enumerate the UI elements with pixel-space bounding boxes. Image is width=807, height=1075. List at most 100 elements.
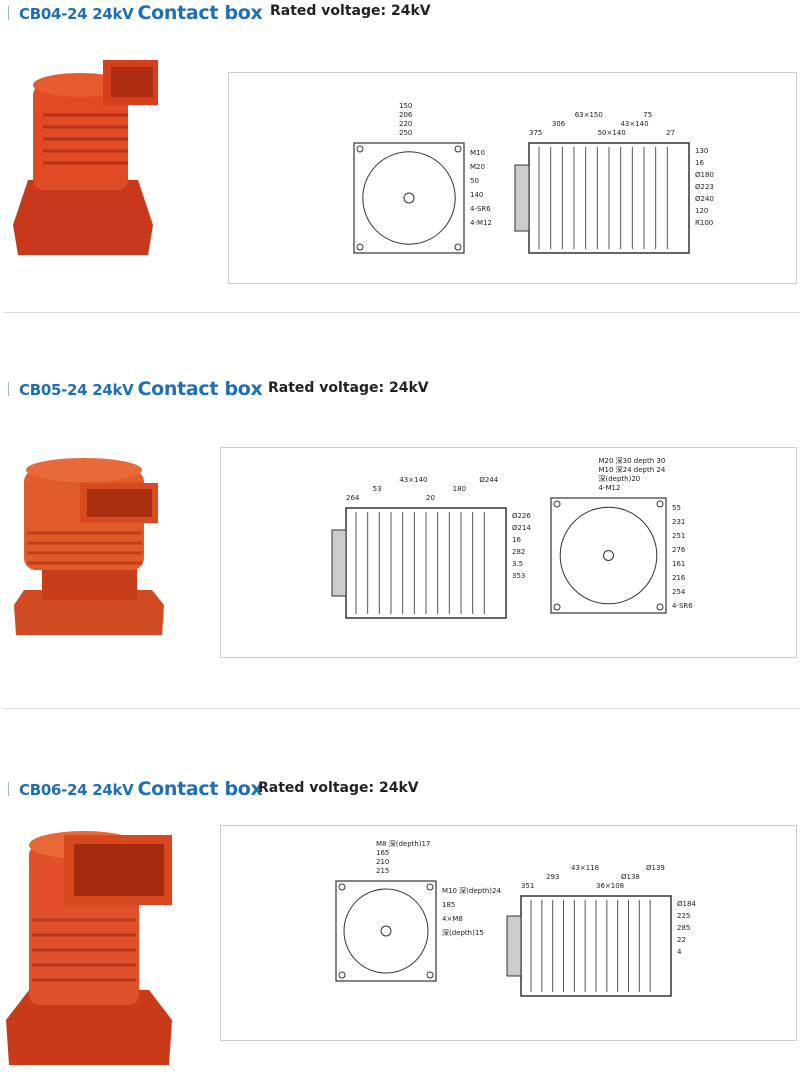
dimension-label: 36×108 <box>596 882 624 890</box>
dimension-label: 4 <box>677 948 682 956</box>
dimension-label: 4-SR6 <box>470 205 491 213</box>
dimension-label: 4-SR6 <box>672 602 693 610</box>
dimension-label: 22 <box>677 936 686 944</box>
dimension-label: 180 <box>453 485 466 493</box>
center-hole <box>603 550 614 561</box>
front-view-circle <box>559 506 658 605</box>
dimension-label: 351 <box>521 882 534 890</box>
mount-hole <box>426 883 434 891</box>
dimension-label: 75 <box>643 111 652 119</box>
dimension-label: 4-M12 <box>470 219 492 227</box>
product-model: CB05-24 24kV <box>19 381 134 399</box>
dimension-label: 375 <box>529 129 542 137</box>
dimension-label: 3.5 <box>512 560 523 568</box>
dimension-label: Ø184 <box>677 900 696 908</box>
dimension-label: Ø244 <box>479 476 498 484</box>
dimension-label: 150 <box>399 102 412 110</box>
dimension-label: 285 <box>677 924 690 932</box>
product-title: CB04-24 24kV Contact box <box>8 2 263 24</box>
front-view-circle <box>343 888 429 974</box>
dimension-label: 231 <box>672 518 685 526</box>
dimension-label: M10 深24 depth 24 <box>599 465 666 474</box>
dimension-label: 306 <box>552 120 566 128</box>
dimension-label: R100 <box>695 219 713 227</box>
dimension-label: Ø138 <box>621 873 640 881</box>
dimension-label: 254 <box>672 588 686 596</box>
flange <box>506 915 522 977</box>
dimension-label: Ø226 <box>512 512 531 520</box>
dimension-label: 50×140 <box>598 129 626 137</box>
dimension-label: 16 <box>512 536 521 544</box>
rated-voltage: Rated voltage: 24kV <box>268 380 429 396</box>
product-section-cb06: CB06-24 24kV Contact box Rated voltage: … <box>0 770 807 1075</box>
mount-hole <box>656 500 664 508</box>
dimension-label: 63×150 <box>575 111 603 119</box>
dimension-label: 130 <box>695 147 708 155</box>
dimension-label: 深(depth)15 <box>442 928 484 937</box>
rated-voltage: Rated voltage: 24kV <box>258 780 419 796</box>
divider <box>3 312 800 313</box>
dimension-label: 282 <box>512 548 525 556</box>
dimension-label: 4×M8 <box>442 915 463 923</box>
front-view-outline <box>335 880 437 982</box>
front-view-outline <box>550 497 667 614</box>
dimension-label: 27 <box>666 129 675 137</box>
dimension-label: 4-M12 <box>599 484 621 492</box>
mount-hole <box>454 145 462 153</box>
dimension-label: Ø139 <box>646 864 665 872</box>
dimension-label: 251 <box>672 532 685 540</box>
dimension-label: 225 <box>677 912 690 920</box>
dimension-label: M20 深30 depth 30 <box>599 456 666 465</box>
dimension-label: 250 <box>399 129 412 137</box>
product-name: Contact box <box>137 378 263 400</box>
dimension-label: 161 <box>672 560 685 568</box>
mount-hole <box>356 243 364 251</box>
product-name: Contact box <box>137 2 263 24</box>
front-view-outline <box>353 142 465 254</box>
product-section-cb05: CB05-24 24kV Contact box Rated voltage: … <box>0 370 807 700</box>
product-section-cb04: CB04-24 24kV Contact box Rated voltage: … <box>0 0 807 312</box>
dimension-label: 16 <box>695 159 704 167</box>
dimension-label: 43×118 <box>571 864 599 872</box>
dimension-label: 353 <box>512 572 525 580</box>
dimension-label: 深(depth)20 <box>599 474 641 483</box>
product-model: CB06-24 24kV <box>19 781 134 799</box>
divider <box>3 708 800 709</box>
title-marker <box>8 782 9 796</box>
dimension-label: M10 <box>470 149 485 157</box>
dimension-label: 43×140 <box>620 120 648 128</box>
mount-hole <box>356 145 364 153</box>
center-hole <box>380 925 392 937</box>
mount-hole <box>426 971 434 979</box>
dimension-label: Ø180 <box>695 171 714 179</box>
product-photo <box>13 60 158 255</box>
mount-hole <box>553 500 561 508</box>
dimension-label: Ø223 <box>695 183 714 191</box>
product-model: CB04-24 24kV <box>19 5 134 23</box>
center-hole <box>403 192 415 204</box>
dimension-label: 43×140 <box>399 476 427 484</box>
product-photo <box>6 831 172 1065</box>
dimension-label: 20 <box>426 494 435 502</box>
dimension-label: 215 <box>376 867 389 875</box>
dimension-label: M20 <box>470 163 485 171</box>
dimension-label: 276 <box>672 546 686 554</box>
mount-hole <box>338 971 346 979</box>
dimension-label: M10 深(depth)24 <box>442 886 501 895</box>
dimension-label: 120 <box>695 207 708 215</box>
dimension-label: 210 <box>376 858 389 866</box>
dimension-label: 264 <box>346 494 360 502</box>
title-marker <box>8 6 9 20</box>
flange <box>331 529 347 597</box>
product-photo <box>14 458 164 635</box>
dimension-label: 185 <box>442 901 455 909</box>
dimension-label: Ø214 <box>512 524 531 532</box>
flange <box>514 164 530 232</box>
mount-hole <box>454 243 462 251</box>
dimension-label: 50 <box>470 177 479 185</box>
dimension-label: 220 <box>399 120 412 128</box>
product-title: CB05-24 24kV Contact box <box>8 378 263 400</box>
dimension-label: 53 <box>373 485 382 493</box>
